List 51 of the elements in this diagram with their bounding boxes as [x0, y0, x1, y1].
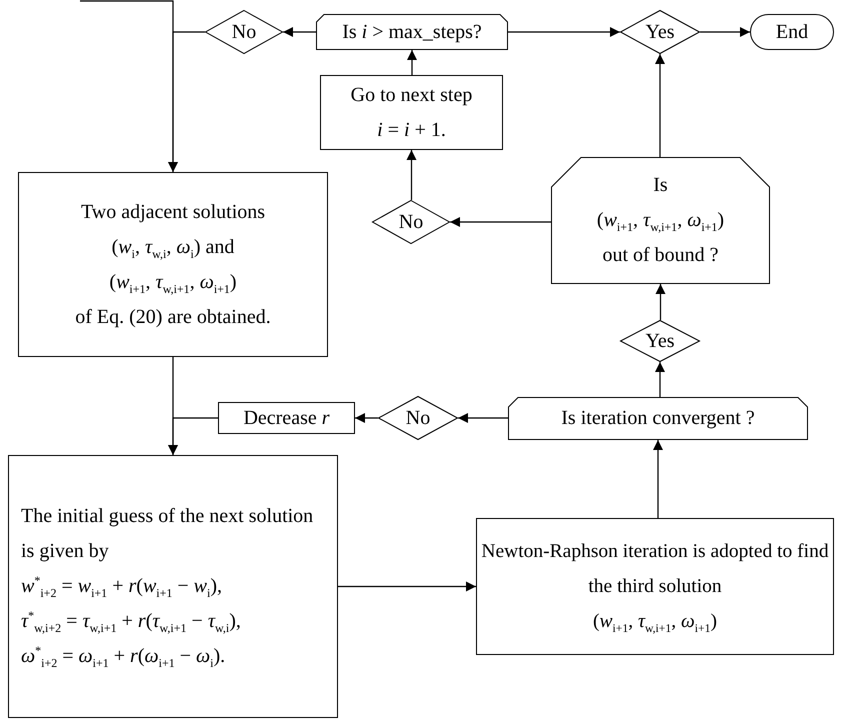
node-text: No — [398, 210, 424, 234]
arrow — [458, 413, 508, 423]
decision-diamond — [205, 10, 283, 54]
node-text: Yes — [645, 329, 675, 353]
node-text: No — [406, 406, 430, 430]
node-text: (w$_{i+1}$, τ$_{w,i+1}$, ω$_{i+1}$) — [596, 208, 724, 236]
node-text: Is — [653, 173, 668, 198]
decision-box — [551, 157, 770, 284]
node-text: Two adjacent solutions — [80, 200, 266, 224]
arrow — [655, 54, 665, 157]
decision-diamond — [378, 396, 458, 440]
node-text: i = i + 1. — [377, 118, 446, 142]
node-text: out of bound ? — [602, 243, 719, 268]
arrow — [168, 357, 178, 455]
arrow — [656, 284, 666, 320]
node-text: (w$_{i}$, τ$_{w,i}$, ω$_{i}$) and — [112, 234, 234, 262]
node-text: Yes — [645, 20, 675, 44]
node-text: (w$_{i+1}$, τ$_{w,i+1}$, ω$_{i+1}$) — [593, 610, 717, 637]
arrow — [80, 0, 178, 172]
node-text: of Eq. (20) are obtained. — [75, 304, 271, 330]
process-box — [218, 402, 355, 434]
arrow — [283, 27, 316, 37]
arrow — [407, 50, 417, 75]
process-box — [18, 172, 328, 357]
node-text: End — [776, 20, 808, 44]
process-box — [320, 75, 503, 150]
node-text: w$^{*}$$_{i+2}$ = w$_{i+1}$ + r(w$_{i+1}$ − w$_{i}$), — [21, 572, 222, 602]
terminal-box — [750, 14, 834, 50]
arrow — [450, 217, 551, 227]
decision-diamond — [372, 200, 450, 244]
node-text: ω$^{*}$$_{i+2}$ = ω$_{i+1}$ + r(ω$_{i+1}$ − ω$_{i}$). — [21, 642, 226, 672]
process-box — [476, 518, 834, 655]
arrow — [355, 413, 378, 423]
node-text: Go to next step — [350, 82, 472, 108]
node-text: No — [232, 20, 256, 44]
process-box — [8, 455, 338, 718]
arrow — [655, 362, 665, 397]
node-text: (w$_{i+1}$, τ$_{w,i+1}$, ω$_{i+1}$) — [109, 270, 237, 298]
arrow — [406, 150, 416, 200]
decision-diamond — [620, 320, 700, 362]
decision-diamond — [620, 10, 700, 54]
node-text: Is iteration convergent ? — [561, 406, 755, 431]
decision-box — [508, 397, 808, 440]
arrow — [508, 27, 620, 37]
arrow — [700, 27, 750, 37]
node-text: Decrease r — [243, 406, 330, 430]
arrow — [338, 582, 476, 592]
node-text: Is i > max_steps? — [342, 20, 482, 44]
decision-box — [316, 14, 508, 50]
arrow — [653, 440, 663, 518]
node-text: τ$^{*}$$_{w,i+2}$ = τ$_{w,i+1}$ + r(τ$_{w,i+1}$ − τ$_{w,i}$), — [21, 607, 241, 637]
